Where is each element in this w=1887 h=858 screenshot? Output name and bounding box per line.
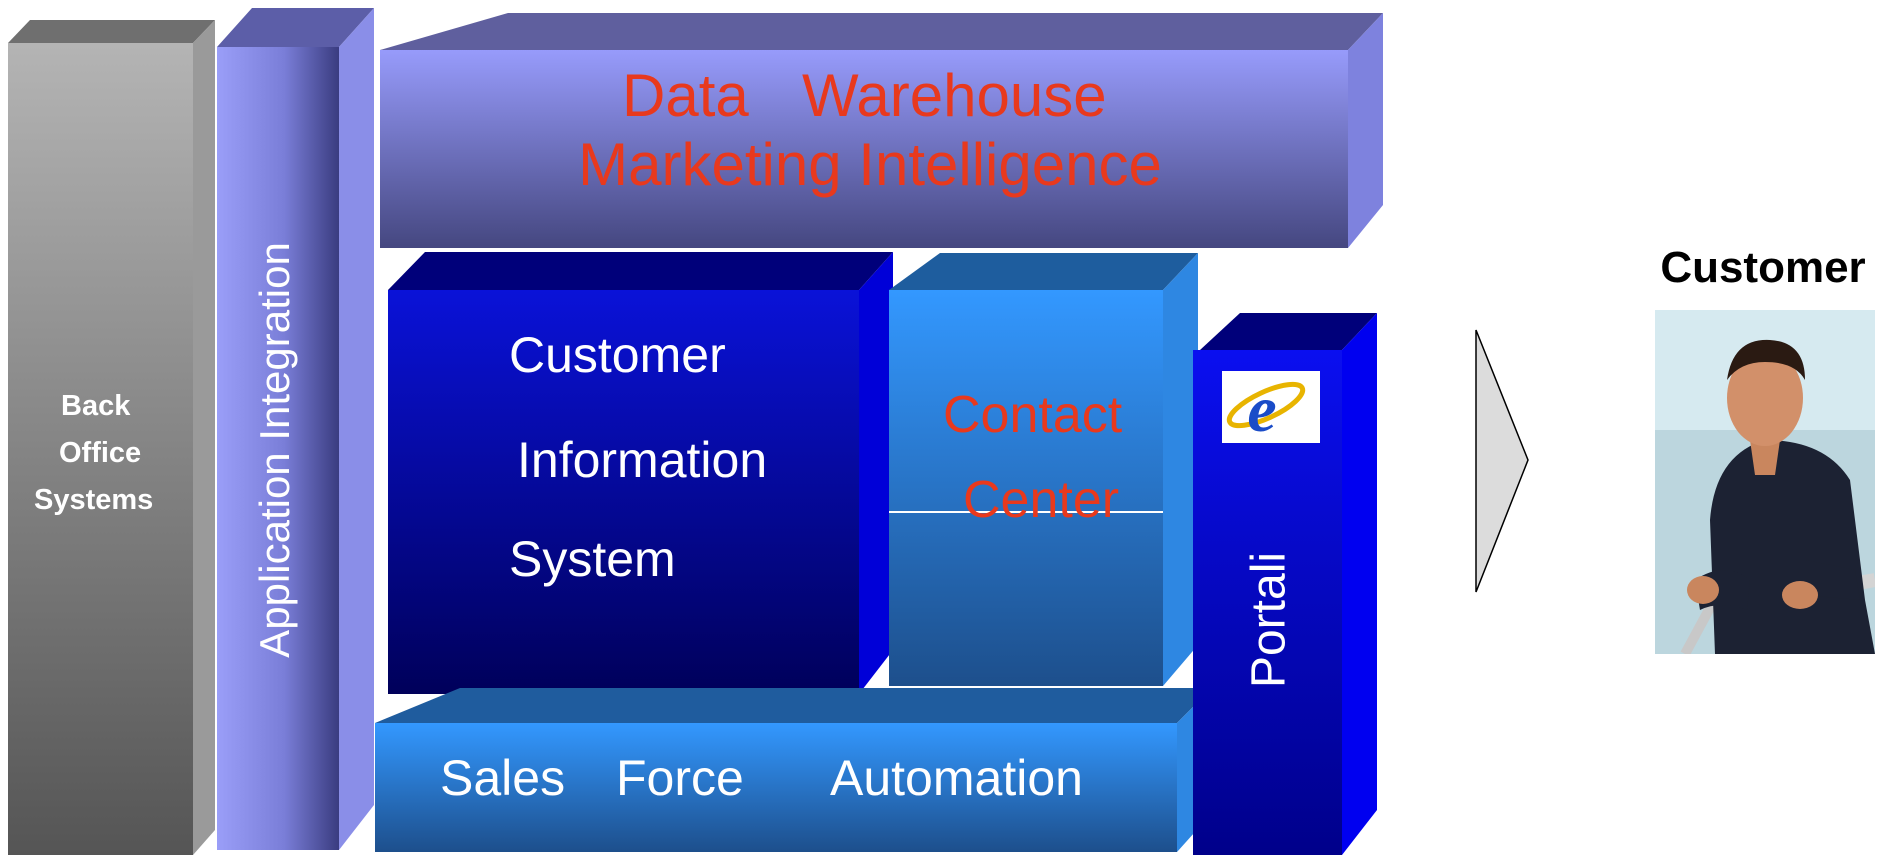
- portali-label: Portali: [1243, 552, 1296, 688]
- customer-information-system-label: Customer Information System: [509, 327, 781, 587]
- marketing-intelligence-title: Marketing Intelligence: [578, 131, 1162, 198]
- contact-center-block: [889, 253, 1198, 686]
- application-integration-block: [217, 8, 374, 850]
- sales-force-automation-block: [375, 688, 1212, 852]
- data-warehouse-title: Data Warehouse: [622, 62, 1107, 129]
- data-warehouse-block: [380, 13, 1383, 248]
- customer-photo: [1655, 310, 1875, 654]
- back-office-label: Back Office Systems: [34, 390, 153, 516]
- sales-force-automation-label: Sales Force Automation: [440, 750, 1083, 806]
- contact-center-label: Contact Center: [943, 386, 1137, 529]
- customer-information-system-block: [388, 252, 893, 694]
- svg-text:e: e: [1247, 373, 1276, 446]
- internet-explorer-logo-icon: e: [1222, 371, 1320, 446]
- right-arrow-icon: [1475, 329, 1529, 593]
- customer-title: Customer: [1660, 243, 1865, 292]
- back-office-block: [8, 20, 215, 855]
- application-integration-label: Application Integration: [251, 242, 298, 658]
